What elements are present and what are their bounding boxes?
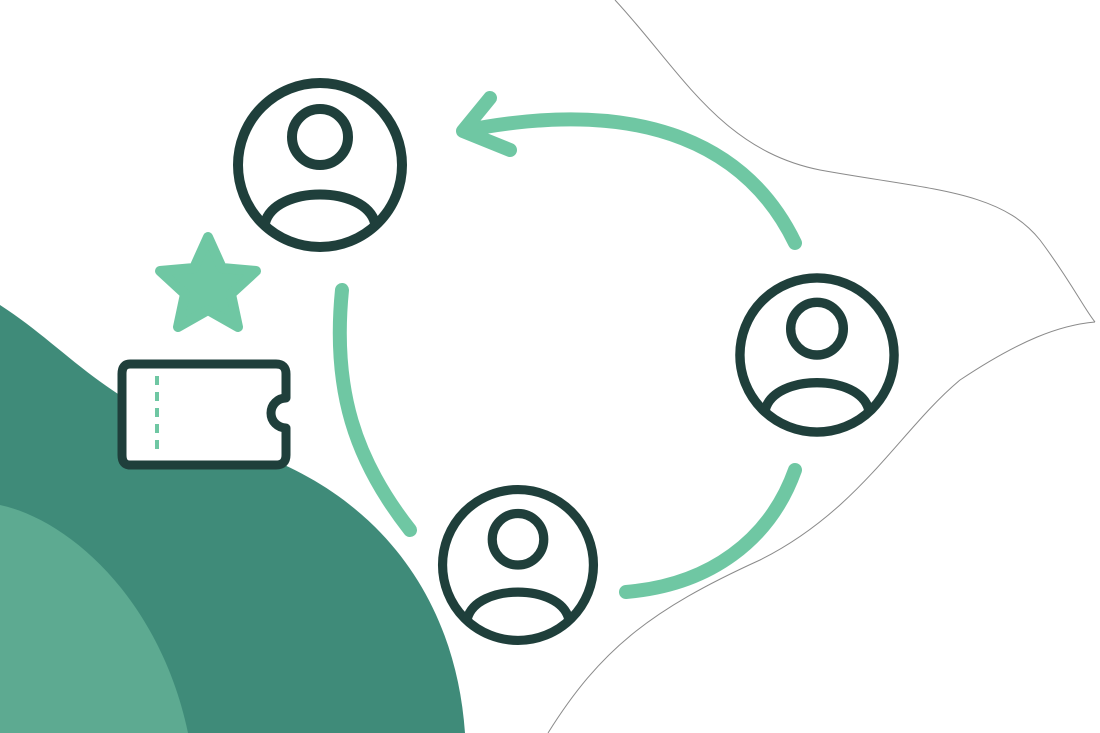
decorative-line-top	[614, 0, 1096, 323]
arrowhead	[456, 91, 517, 157]
background-blob-light	[0, 505, 188, 733]
user-circle-icon	[437, 484, 599, 646]
user-circle-icon	[233, 78, 407, 252]
arc-left	[332, 283, 417, 537]
star-icon	[155, 232, 261, 332]
user-circle-icon	[735, 273, 899, 437]
arc-top-arrow	[461, 112, 802, 250]
cycle-arrow-icon	[332, 91, 802, 599]
decorative-line-bottom	[547, 321, 1096, 733]
ticket-icon	[117, 359, 291, 470]
arc-bottom-right	[619, 463, 802, 599]
